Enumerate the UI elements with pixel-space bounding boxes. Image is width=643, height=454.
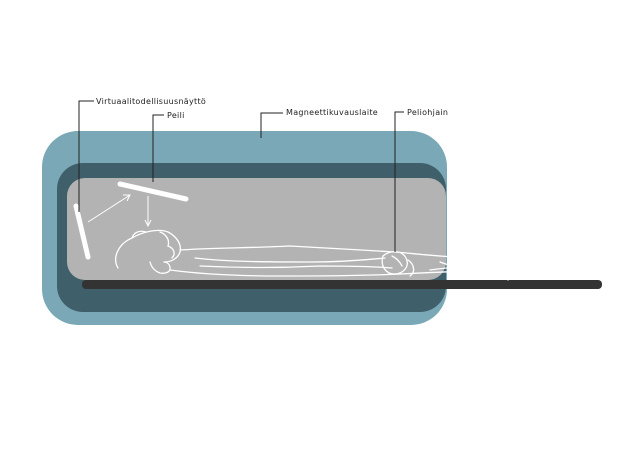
label-mri-machine: Magneettikuvauslaite [286,108,378,117]
callout-mirror [152,114,164,182]
label-controller: Peliohjain [407,108,448,117]
mri-bore [67,178,446,280]
callout-mri-machine [260,112,283,138]
mirror-shape [117,181,189,202]
callout-controller [394,111,404,252]
callout-lines [78,100,404,252]
light-path-arrows [87,194,152,228]
patient-table [82,280,602,289]
vr-display-shape [73,203,91,260]
label-vr-display: Virtuaalitodellisuusnäyttö [96,97,206,106]
callout-vr-display [78,100,94,212]
patient-figure [115,221,574,281]
label-mirror: Peili [167,111,185,120]
